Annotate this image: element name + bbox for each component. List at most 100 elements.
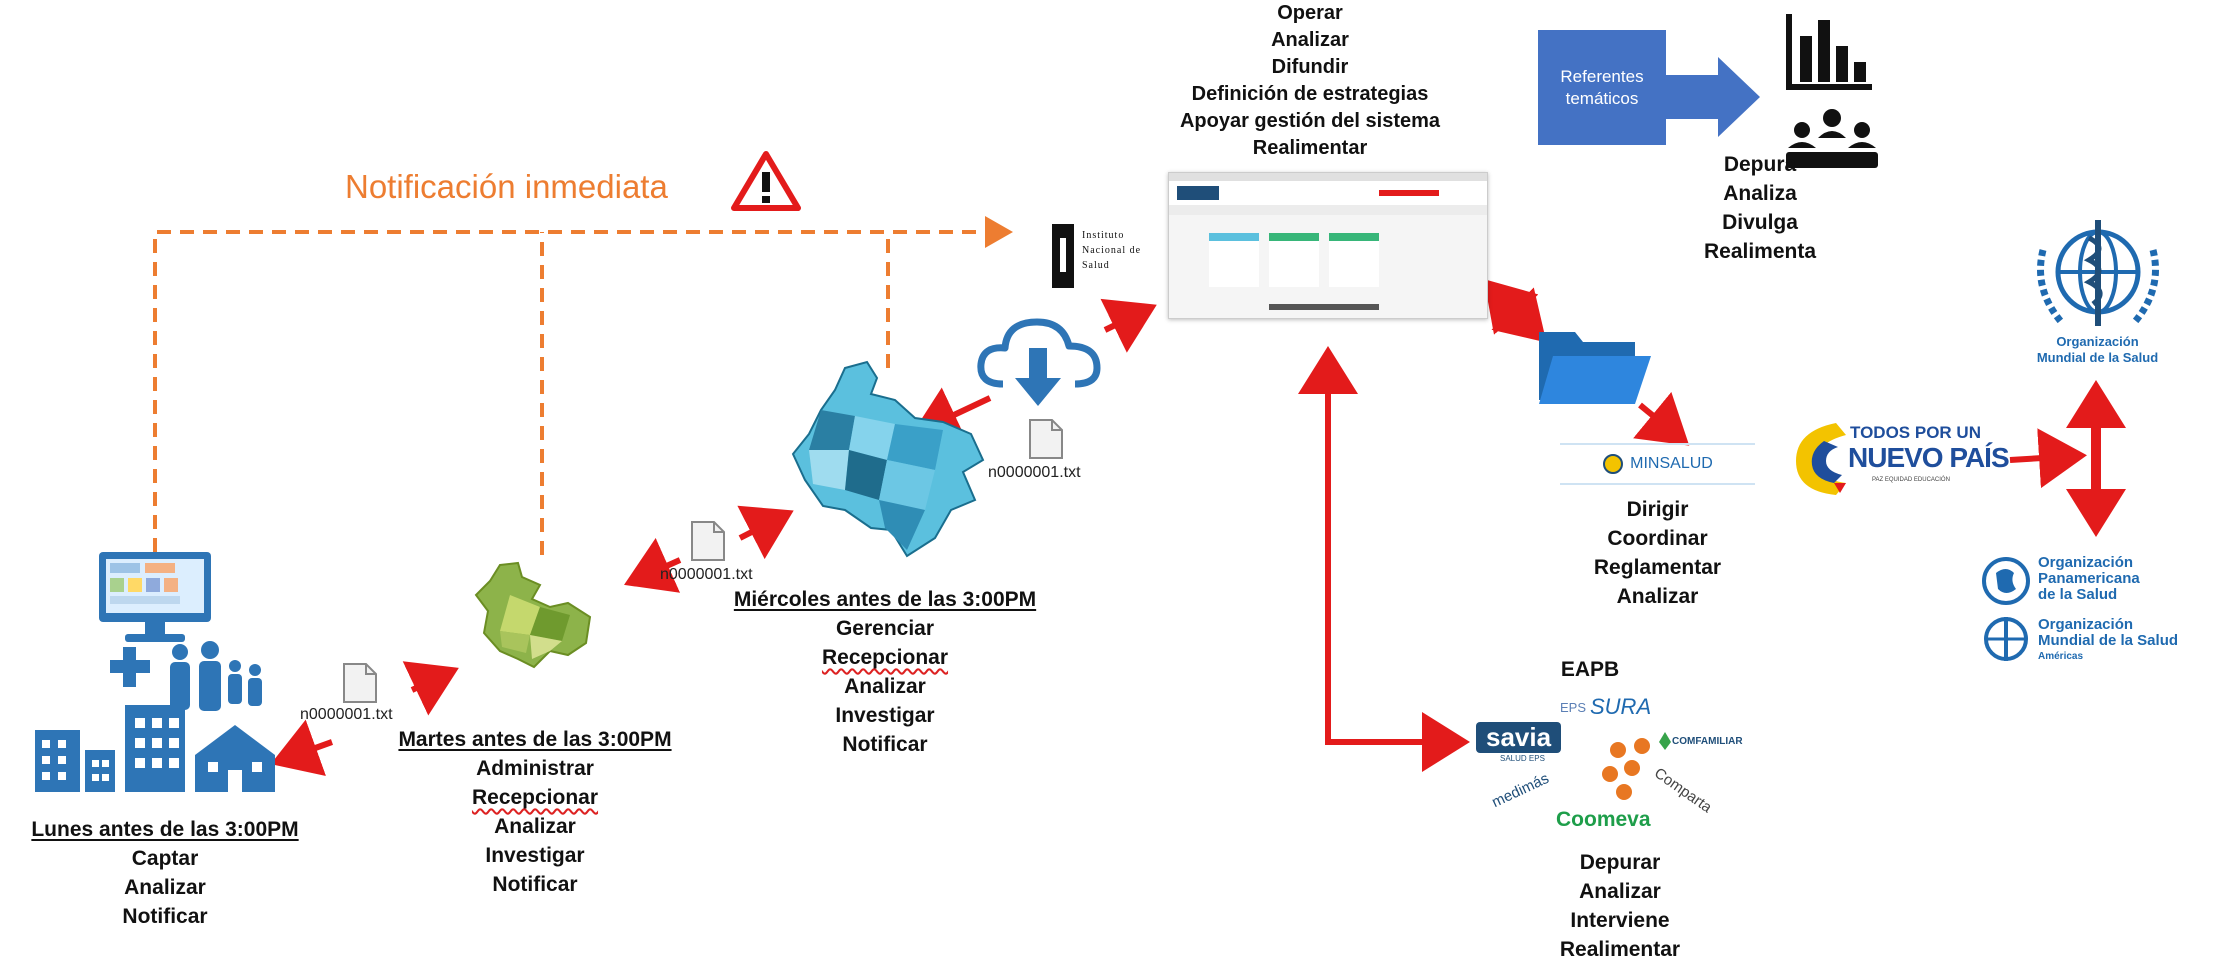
minsalud-action: Dirigir (1626, 498, 1689, 521)
minsalud-action: Analizar (1616, 585, 1699, 608)
eapb-logos: EPS SURA savia SALUD EPS COMFAMILIAR med… (1460, 690, 1790, 840)
arrow-gob-to-oms (2009, 428, 2087, 489)
ins-action: Analizar (1271, 29, 1349, 51)
who-emblem-icon (2037, 220, 2159, 327)
eapb-action: Analizar (1579, 880, 1661, 903)
colombia-seal-icon (1603, 454, 1624, 474)
eapb-actions: Depurar Analizar Interviene Realimentar (1520, 848, 1720, 964)
tuesday-block: Martes antes de las 3:00PM Administrar R… (370, 725, 700, 899)
referentes-actions: Depura Analiza Divulga Realimenta (1650, 150, 1870, 266)
referentes-box: Referentes temáticos (1538, 30, 1666, 145)
ops-line: Mundial de la Salud (2038, 632, 2179, 649)
eapb-action: Interviene (1570, 909, 1670, 932)
monday-action: Notificar (122, 905, 208, 928)
ins-action: Difundir (1271, 56, 1349, 78)
eapb-title: EAPB (1560, 658, 1620, 681)
tuesday-deadline: Martes antes de las 3:00PM (398, 728, 672, 751)
eapb-action: Depurar (1579, 851, 1661, 874)
arrow-dept-to-colombia (737, 505, 794, 560)
referentes-arrow (1665, 57, 1760, 137)
arrow-screen-to-eapb (1325, 360, 1470, 772)
referentes-action: Divulga (1722, 211, 1798, 234)
wednesday-action: Investigar (835, 704, 935, 727)
sivigila-screenshot (1168, 172, 1488, 319)
ops-logo: Organización Panamericana de la Salud Or… (1980, 555, 2210, 685)
savia-sub: SALUD EPS (1500, 754, 1545, 763)
ins-action: Apoyar gestión del sistema (1179, 110, 1441, 132)
eps-logo: EPS (1560, 700, 1587, 715)
immediate-notification-label: Notificación inmediata (345, 168, 668, 205)
arrow-screen-to-folder (1491, 287, 1547, 343)
minsalud-logo: MINSALUD (1560, 443, 1755, 485)
gobierno-line2: NUEVO PAÍS (1848, 442, 2010, 473)
immediate-notification-lines (153, 216, 1013, 555)
paho-emblem-icon (1982, 557, 2030, 605)
department-map (474, 561, 592, 669)
minsalud-actions: Dirigir Coordinar Reglamentar Analizar (1550, 495, 1765, 611)
flag-ribbon-icon (1796, 423, 1846, 495)
ins-action: Realimentar (1252, 137, 1368, 159)
wednesday-deadline: Miércoles antes de las 3:00PM (733, 588, 1037, 611)
referentes-action: Depura (1723, 153, 1797, 176)
family-health-icon (110, 641, 262, 711)
ins-action: Operar (1277, 2, 1343, 24)
ins-logo: Instituto Nacional de Salud (1052, 220, 1162, 292)
file-label: n0000001.txt (660, 566, 753, 583)
arrow-folder-to-minsalud (1633, 391, 1690, 446)
ops-line: Américas (2038, 651, 2084, 662)
ops-line: de la Salud (2038, 586, 2118, 603)
comparta-icon (1602, 738, 1650, 800)
computer-monitor-icon (99, 552, 211, 642)
oms-line: Mundial de la Salud (2036, 350, 2159, 365)
wednesday-action: Analizar (844, 675, 926, 698)
arrow-folder-to-screen (1483, 279, 1539, 335)
referentes-action: Analiza (1723, 182, 1797, 205)
wednesday-action: Recepcionar (821, 646, 949, 669)
oms-line: Organización (2056, 334, 2139, 349)
monday-action: Captar (131, 847, 199, 870)
wednesday-action: Notificar (842, 733, 928, 756)
buildings-icon (35, 705, 275, 792)
meeting-people-icon (1786, 109, 1878, 168)
tuesday-action: Investigar (485, 844, 585, 867)
file-icon (1029, 419, 1063, 459)
tuesday-action: Recepcionar (471, 786, 599, 809)
ins-logo-text: Instituto (1082, 230, 1125, 241)
gobierno-line3: PAZ EQUIDAD EDUCACIÓN (1872, 477, 1950, 483)
comfamiliar-logo: COMFAMILIAR (1672, 736, 1743, 747)
tuesday-action: Notificar (492, 873, 578, 896)
minsalud-action: Reglamentar (1593, 556, 1722, 579)
file-label: n0000001.txt (300, 706, 393, 723)
wednesday-block: Miércoles antes de las 3:00PM Gerenciar … (700, 585, 1070, 759)
oms-label: Organización Mundial de la Salud (2000, 334, 2195, 366)
minsalud-logo-text: MINSALUD (1630, 455, 1713, 472)
arrow-city-to-dept (402, 661, 459, 716)
ops-line: Panamericana (2038, 570, 2140, 587)
ins-action: Definición de estrategias (1191, 83, 1429, 105)
monday-deadline: Lunes antes de las 3:00PM (31, 818, 299, 841)
monday-block: Lunes antes de las 3:00PM Captar Analiza… (10, 815, 320, 931)
wednesday-action: Gerenciar (835, 617, 935, 640)
folder-icon (1539, 332, 1651, 404)
warning-icon (731, 151, 801, 211)
cloud-download-icon (977, 318, 1101, 406)
ins-actions: Operar Analizar Difundir Definición de e… (1110, 0, 1510, 162)
ins-logo-text: Salud (1082, 260, 1110, 271)
arrow-colombia-to-dept (624, 537, 682, 593)
sura-logo: SURA (1590, 694, 1652, 719)
ops-line: Organización (2038, 616, 2134, 633)
colombia-map (791, 360, 985, 558)
who-emblem-small-icon (1984, 617, 2028, 661)
medimas-logo: medimás (1489, 769, 1552, 812)
coomeva-logo: Coomeva (1556, 808, 1651, 831)
comfamiliar-icon (1659, 732, 1671, 750)
arrow-cloud-to-ins (1100, 298, 1157, 353)
gobierno-line1: TODOS POR UN (1850, 423, 1981, 442)
savia-logo: savia (1476, 722, 1562, 753)
red-arrows (270, 279, 2126, 777)
ins-logo-text: Nacional de (1082, 245, 1142, 256)
ops-line: Organización (2038, 554, 2134, 571)
arrow-dept-to-city (270, 719, 334, 777)
bar-chart-icon (1786, 14, 1872, 90)
